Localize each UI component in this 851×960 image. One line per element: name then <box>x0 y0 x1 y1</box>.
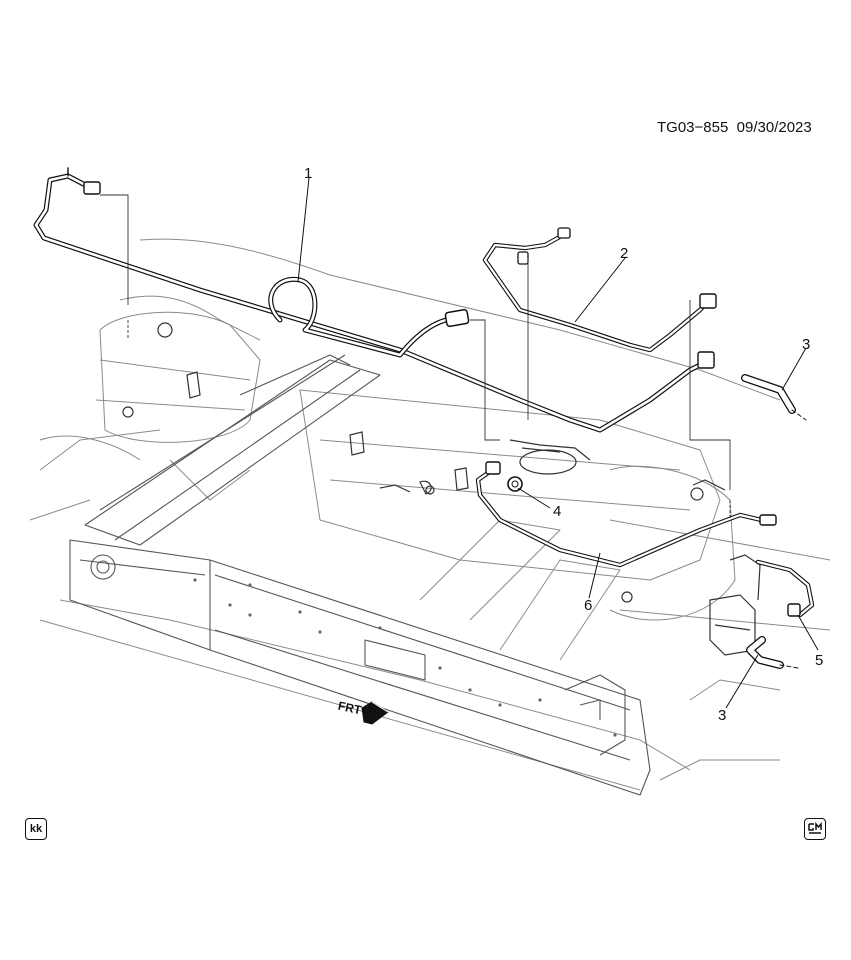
front-direction-marker: FRT <box>337 699 389 725</box>
figure-date: 09/30/2023 <box>736 119 812 136</box>
front-marker-text: FRT <box>337 699 363 718</box>
callout-3b-leader <box>725 654 759 709</box>
callout-6-label: 6 <box>584 597 592 614</box>
fuel-line-1 <box>33 167 715 433</box>
gm-logo-icon <box>804 818 826 840</box>
callout-4-label: 4 <box>553 503 561 520</box>
frame-rail <box>69 354 651 796</box>
callout-3-leader <box>781 347 807 391</box>
front-arrow-icon <box>361 701 389 725</box>
part-4-fitting <box>507 476 523 492</box>
callout-4-leader <box>517 487 551 509</box>
callout-1-leader <box>297 177 310 283</box>
figure-header: TG03−855 09/30/2023 <box>657 119 812 136</box>
vehicle-frame-background <box>29 238 831 791</box>
fuel-lines <box>33 167 815 669</box>
assembly-leader-lines <box>100 194 731 520</box>
callout-labels: 1 2 3 4 6 5 3 <box>304 165 823 724</box>
figure-id: TG03−855 <box>657 119 729 136</box>
callout-5-label: 5 <box>815 652 823 669</box>
fuel-line-2 <box>482 227 717 353</box>
gm-logo-glyph <box>808 822 822 834</box>
kk-badge-text: kk <box>29 823 43 835</box>
callout-6-leader <box>588 552 601 599</box>
callout-2-label: 2 <box>620 245 628 262</box>
callout-5-leader <box>797 614 819 651</box>
callout-3-label: 3 <box>802 336 810 353</box>
fuel-line-6 <box>475 461 777 568</box>
frame-rivets <box>193 578 617 737</box>
callout-3b-label: 3 <box>718 707 726 724</box>
hose-3-lower <box>746 636 799 669</box>
clamps <box>122 322 761 656</box>
callouts <box>297 177 819 709</box>
fuel-line-5 <box>755 559 815 618</box>
callout-1-label: 1 <box>304 165 312 182</box>
hose-3-upper <box>741 374 807 421</box>
callout-2-leader <box>574 257 626 323</box>
kk-badge: kk <box>25 818 47 840</box>
